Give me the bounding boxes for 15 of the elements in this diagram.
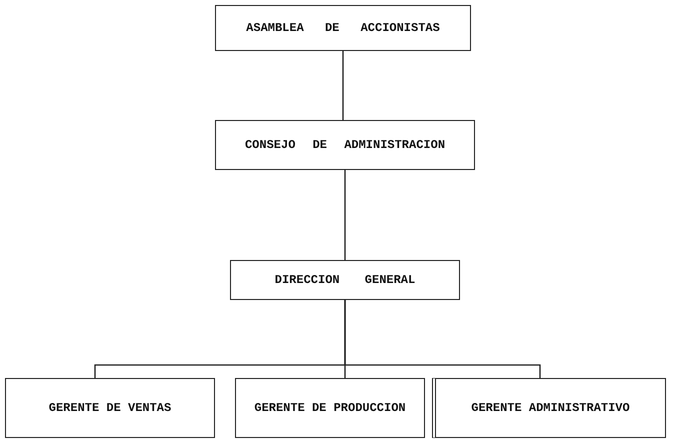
box-label: DIRECCION GENERAL xyxy=(274,273,416,287)
org-box xyxy=(5,378,215,438)
box-label: CONSEJO DE ADMINISTRACION xyxy=(244,138,446,152)
org-box xyxy=(235,378,425,438)
box-label: GERENTE DE VENTAS xyxy=(48,401,172,415)
connector-line xyxy=(344,170,346,260)
box-label: ASAMBLEA DE ACCIONISTAS xyxy=(246,21,440,35)
box-label: GERENTE ADMINISTRATIVO xyxy=(471,401,630,415)
connector-line xyxy=(344,300,541,378)
org-box xyxy=(230,260,460,300)
org-box xyxy=(215,120,475,170)
connector-line xyxy=(342,51,344,120)
org-box xyxy=(432,378,666,438)
org-box xyxy=(215,5,471,51)
box-label: GERENTE DE PRODUCCION xyxy=(254,401,406,415)
